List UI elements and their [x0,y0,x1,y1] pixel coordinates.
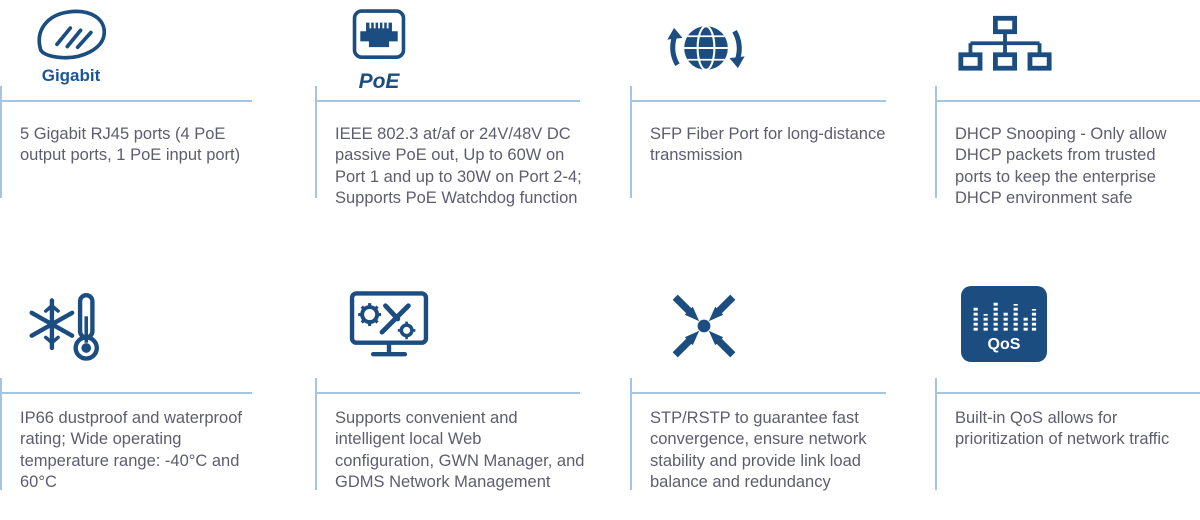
divider-vertical [630,378,632,490]
divider-horizontal [935,392,1200,394]
feature-card-ip66: IP66 dustproof and waterproof rating; Wi… [0,260,315,520]
feature-text: Supports convenient and intelligent loca… [335,409,585,492]
network-topology-icon [958,15,1052,71]
divider-horizontal [0,392,252,394]
feature-card-dhcp: DHCP Snooping - Only allow DHCP packets … [935,0,1200,260]
divider-vertical [630,86,632,198]
divider-vertical [935,86,937,198]
divider-horizontal [315,100,580,102]
converge-arrows-icon [672,294,736,358]
divider-vertical [315,86,317,198]
feature-text: IP66 dustproof and waterproof rating; Wi… [20,409,242,492]
gigabit-label: Gigabit [41,66,101,85]
feature-card-poe: PoE IEEE 802.3 at/af or 24V/48V DC passi… [315,0,630,260]
divider-horizontal [0,100,252,102]
snowflake-thermometer-icon [29,293,99,361]
feature-card-stp: STP/RSTP to guarantee fast convergence, … [630,260,935,520]
qos-equalizer-icon: QoS [961,286,1047,362]
divider-horizontal [630,100,887,102]
feature-text: Built-in QoS allows for prioritization o… [955,409,1170,449]
feature-card-qos: QoS Built-in QoS allows for prioritizati… [935,260,1200,520]
qos-label: QoS [987,336,1021,353]
poe-label: PoE [358,70,400,93]
feature-text: SFP Fiber Port for long-distance transmi… [650,125,886,165]
divider-vertical [935,378,937,490]
equalizer-bars [973,300,1037,331]
feature-card-management: Supports convenient and intelligent loca… [315,260,630,520]
monitor-tools-icon [349,291,429,357]
divider-vertical [0,86,2,198]
divider-vertical [0,378,2,490]
feature-text: STP/RSTP to guarantee fast convergence, … [650,409,867,492]
gigabit-speed-icon [37,9,107,60]
feature-card-sfp: SFP Fiber Port for long-distance transmi… [630,0,935,260]
feature-card-gigabit: Gigabit 5 Gigabit RJ45 ports (4 PoE outp… [0,0,315,260]
divider-vertical [315,378,317,490]
divider-horizontal [935,100,1200,102]
globe-transmission-icon [667,25,745,71]
feature-text: 5 Gigabit RJ45 ports (4 PoE output ports… [20,125,241,165]
feature-text: IEEE 802.3 at/af or 24V/48V DC passive P… [335,125,582,208]
divider-horizontal [630,392,887,394]
poe-port-icon [352,9,406,59]
divider-horizontal [315,392,580,394]
feature-text: DHCP Snooping - Only allow DHCP packets … [955,125,1167,208]
